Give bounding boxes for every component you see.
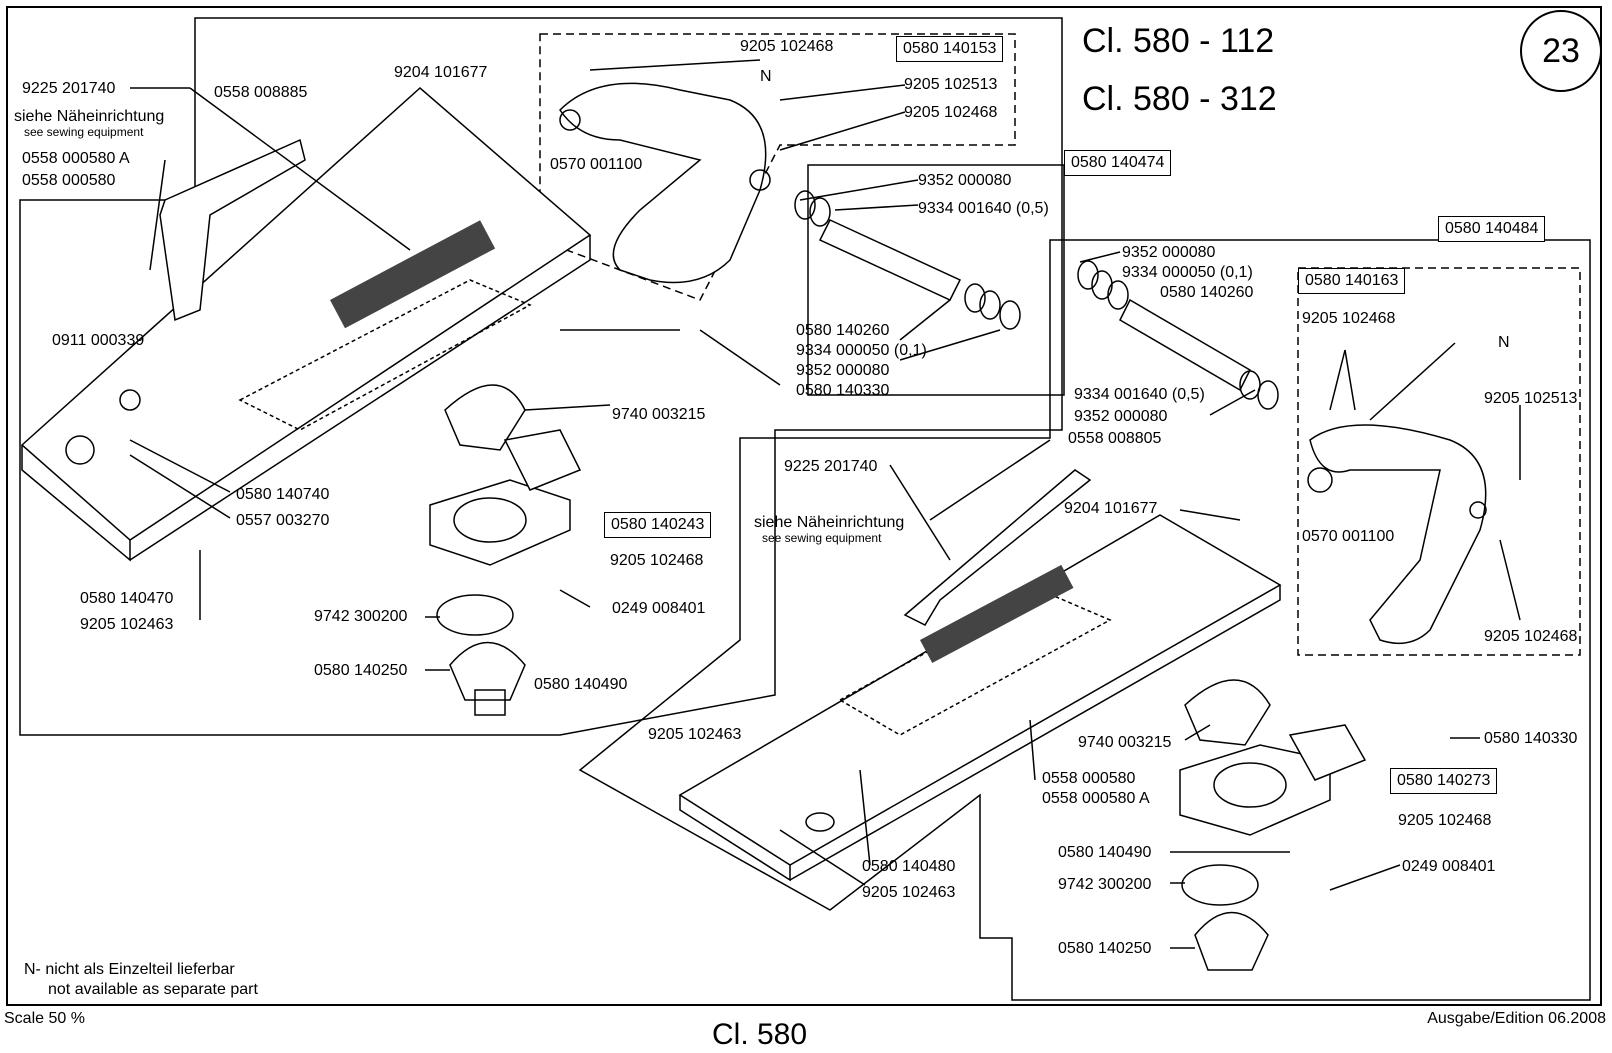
part-label: 9205 102468 <box>1302 310 1396 327</box>
part-label: 0580 140740 <box>236 486 330 503</box>
left-bracket-dashed-box <box>539 33 1016 301</box>
part-label: siehe Näheinrichtung <box>754 514 905 531</box>
group-box-0580-140474: 0580 140474 <box>1064 150 1172 176</box>
group-box-140474-outline <box>807 164 1065 396</box>
part-label: 0558 000580 <box>1042 770 1136 787</box>
model-title-112: Cl. 580 - 112 <box>1082 22 1275 60</box>
left-hub <box>429 479 571 566</box>
part-label: 0580 140490 <box>1058 844 1152 861</box>
left-pin <box>818 219 962 301</box>
part-label: 0580 140250 <box>1058 940 1152 957</box>
part-label: 0580 140250 <box>314 662 408 679</box>
left-assembly-boundary <box>19 17 1063 736</box>
part-label: 0580 140480 <box>862 858 956 875</box>
part-label: N <box>1498 334 1510 351</box>
part-label: 9334 000050 (0,1) <box>796 342 927 359</box>
part-label: 9205 102468 <box>740 38 834 55</box>
part-label: 0558 000580 A <box>1042 790 1150 807</box>
right-pin <box>1119 298 1251 392</box>
left-slot <box>238 279 532 431</box>
right-bracket <box>1309 424 1487 645</box>
note-line-1: N- nicht als Einzelteil lieferbar <box>24 961 235 978</box>
part-label: N <box>760 68 772 85</box>
group-box-0580-140243: 0580 140243 <box>604 512 712 538</box>
part-label: 9204 101677 <box>394 64 488 81</box>
part-label: 9334 001640 (0,5) <box>918 200 1049 217</box>
part-label: 0580 140260 <box>796 322 890 339</box>
right-hub <box>1179 744 1331 836</box>
part-label: siehe Näheinrichtung <box>14 108 165 125</box>
part-label: 0580 140490 <box>534 676 628 693</box>
part-label: 0570 001100 <box>550 156 643 173</box>
part-label: 9225 201740 <box>784 458 878 475</box>
part-label: 9352 000080 <box>1074 408 1168 425</box>
part-label: 9205 102468 <box>904 104 998 121</box>
part-label: 9352 000080 <box>1122 244 1216 261</box>
part-label: 0558 008885 <box>214 84 308 101</box>
part-label: 9205 102463 <box>648 726 742 743</box>
model-title-312: Cl. 580 - 312 <box>1082 80 1277 118</box>
group-box-0580-140163: 0580 140163 <box>1298 268 1406 294</box>
part-label: 0558 008805 <box>1068 430 1162 447</box>
part-label: 9205 102513 <box>1484 390 1578 407</box>
footer-class-title: Cl. 580 <box>712 1018 808 1051</box>
part-label: 0580 140330 <box>1484 730 1578 747</box>
part-label: 9352 000080 <box>796 362 890 379</box>
right-assembly-boundary <box>578 239 1591 1001</box>
part-label: 0558 000580 <box>22 172 116 189</box>
part-label: 0558 000580 A <box>22 150 130 167</box>
part-label: see sewing equipment <box>762 531 882 545</box>
right-bracket-dashed-box <box>1297 267 1581 656</box>
part-label: 9205 102468 <box>1398 812 1492 829</box>
edition-label: Ausgabe/Edition 06.2008 <box>1427 1010 1606 1027</box>
part-label: 0249 008401 <box>1402 858 1496 875</box>
drawing-frame <box>6 6 1602 1006</box>
part-label: 0580 140470 <box>80 590 174 607</box>
part-label: 9225 201740 <box>22 80 116 97</box>
group-box-0580-140484: 0580 140484 <box>1438 216 1546 242</box>
note-line-2: not available as separate part <box>48 981 258 998</box>
part-label: 0911 000339 <box>52 332 145 349</box>
part-label: 9204 101677 <box>1064 500 1158 517</box>
part-label: 9205 102468 <box>610 552 704 569</box>
right-knee-lever <box>903 469 1092 626</box>
part-label: 0557 003270 <box>236 512 330 529</box>
scale-label: Scale 50 % <box>4 1010 85 1027</box>
part-label: see sewing equipment <box>24 125 144 139</box>
part-label: 9205 102463 <box>862 884 956 901</box>
part-label: 9742 300200 <box>314 608 408 625</box>
page-number: 23 <box>1520 10 1602 92</box>
part-label: 9205 102463 <box>80 616 174 633</box>
left-bracket <box>559 82 767 284</box>
part-label: 9740 003215 <box>612 406 706 423</box>
group-box-0580-140153: 0580 140153 <box>896 36 1004 62</box>
part-label: 0580 140260 <box>1160 284 1254 301</box>
left-knee-lever <box>159 138 306 322</box>
part-label: 9334 000050 (0,1) <box>1122 264 1253 281</box>
part-label: 9334 001640 (0,5) <box>1074 386 1205 403</box>
availability-note: N- nicht als Einzelteil lieferbar not av… <box>24 960 258 1000</box>
part-label: 0580 140330 <box>796 382 890 399</box>
part-label: 9205 102513 <box>904 76 998 93</box>
part-label: 9742 300200 <box>1058 876 1152 893</box>
part-label: 0249 008401 <box>612 600 706 617</box>
part-label: 9740 003215 <box>1078 734 1172 751</box>
part-label: 0570 001100 <box>1302 528 1395 545</box>
part-label: 9352 000080 <box>918 172 1012 189</box>
part-label: 9205 102468 <box>1484 628 1578 645</box>
group-box-0580-140273: 0580 140273 <box>1390 768 1498 794</box>
